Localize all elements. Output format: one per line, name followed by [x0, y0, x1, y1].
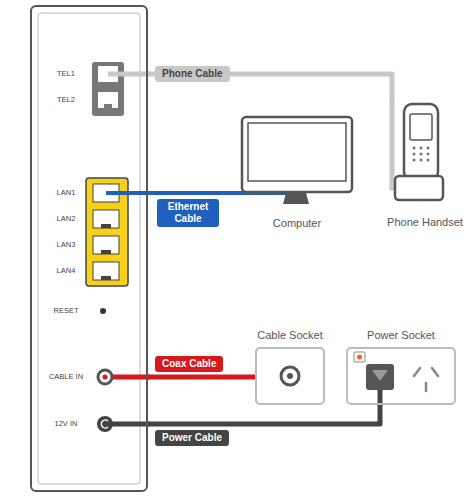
device-label: Computer	[232, 217, 362, 230]
coax-cable-tag: Coax Cable	[155, 356, 223, 372]
lan-jack	[93, 262, 119, 280]
lan-jack	[93, 210, 119, 228]
lan-jack	[93, 236, 119, 254]
ethernet-cable-stub	[106, 191, 130, 195]
phone-handset: Phone Handset	[380, 100, 470, 234]
coax-socket-pin	[287, 373, 293, 379]
power-switch-light	[357, 355, 362, 360]
power-outlet	[414, 368, 438, 391]
port-label: RESET	[44, 306, 88, 316]
modem-panel	[38, 13, 140, 484]
tel-port-block	[92, 62, 124, 116]
power-plug-mark	[372, 370, 388, 381]
lan-jack-notch	[101, 250, 111, 254]
power-port	[97, 416, 113, 432]
reset-hole	[100, 308, 106, 314]
phone-cord	[392, 98, 400, 188]
lan-jack-notch	[101, 276, 111, 280]
port-label: LAN4	[44, 266, 88, 276]
port-label: TEL1	[44, 69, 88, 79]
power-plug	[366, 364, 394, 390]
coax-pin	[103, 375, 108, 380]
port-label: TEL2	[44, 95, 88, 105]
power-port-mark	[101, 420, 108, 428]
ethernet-cable-tag: Ethernet Cable	[157, 199, 219, 227]
port-label: CABLE IN	[44, 372, 88, 382]
phone-cable-stub	[108, 72, 126, 77]
computer: Computer	[232, 112, 362, 234]
port-label: LAN2	[44, 214, 88, 224]
phone-cable-stub	[108, 72, 150, 77]
monitor-screen	[248, 123, 346, 181]
tel-jack	[98, 92, 118, 108]
power-socket: Power Socket	[346, 347, 456, 405]
phone-cable-tag: Phone Cable	[155, 66, 230, 82]
handset-keys	[413, 147, 430, 162]
device-label: Power Socket	[367, 329, 435, 342]
monitor-stand	[283, 193, 309, 204]
phone-base	[395, 176, 443, 200]
modem: TEL1TEL2LAN1LAN2LAN3LAN4RESET CABLE IN 12V…	[30, 5, 148, 492]
lan-jack-notch	[101, 224, 111, 228]
tel-jack-notch	[104, 104, 112, 108]
port-label: LAN1	[44, 188, 88, 198]
coax-socket	[281, 367, 299, 385]
monitor	[242, 117, 352, 192]
device-label: Cable Socket	[257, 329, 322, 342]
port-label: LAN3	[44, 240, 88, 250]
handset	[404, 104, 438, 180]
cable-socket: Cable Socket	[255, 347, 325, 405]
port-label: 12V IN	[44, 419, 88, 429]
coax-port	[98, 370, 112, 384]
cable-connector	[148, 375, 255, 380]
power-cable-tag: Power Cable	[155, 430, 229, 446]
handset-screen	[410, 114, 432, 140]
power-switch	[354, 352, 365, 362]
cable-connector	[148, 191, 232, 195]
device-label: Phone Handset	[380, 216, 470, 229]
cable-connector	[148, 405, 380, 424]
